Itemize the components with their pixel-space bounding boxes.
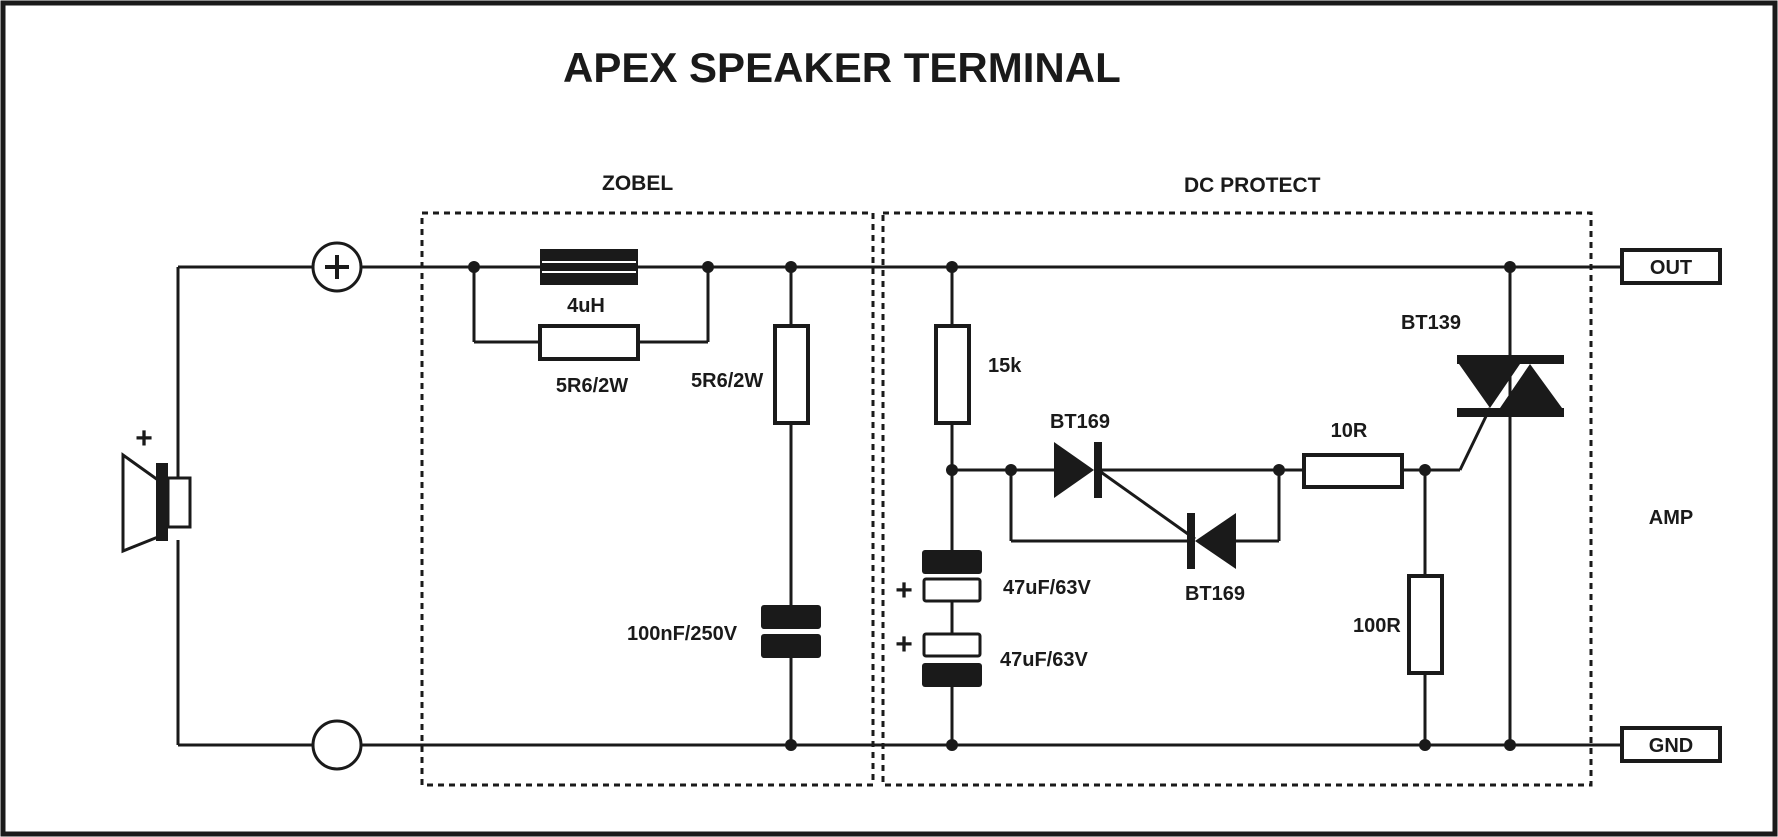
cap-lower-polarity: + (895, 628, 913, 661)
junction-dot (1419, 739, 1431, 751)
electrolytic-capacitor-upper (922, 550, 982, 603)
resistor-15k-label: 15k (988, 355, 1022, 377)
inductor-resistor-label: 5R6/2W (556, 375, 628, 397)
resistor-100r-label: 100R (1353, 615, 1401, 637)
loudspeaker-icon (121, 452, 192, 554)
cap-upper-label: 47uF/63V (1003, 577, 1091, 599)
scr-upper-label: BT169 (1050, 411, 1110, 433)
zobel-resistor-label: 5R6/2W (691, 370, 763, 392)
gnd-terminal-label: GND (1649, 735, 1693, 757)
cap-lower-label: 47uF/63V (1000, 649, 1088, 671)
scr-bt169-lower (1187, 513, 1236, 569)
electrolytic-capacitor-lower (922, 632, 982, 687)
out-terminal-label: OUT (1650, 257, 1692, 279)
scr-bt169-upper (1054, 442, 1102, 498)
triac-bt139 (1457, 355, 1564, 417)
speaker-polarity-label: + (135, 422, 153, 455)
speaker-plus-terminal (311, 241, 363, 293)
gnd-terminal (1620, 726, 1722, 763)
inductor-bypass-resistor (538, 324, 640, 361)
inductor-label: 4uH (567, 295, 605, 317)
junction-dot (785, 739, 797, 751)
zobel-capacitor (761, 605, 821, 658)
resistor-15k (934, 324, 971, 425)
resistor-100r (1407, 574, 1444, 675)
amp-label: AMP (1649, 507, 1693, 529)
zobel-capacitor-label: 100nF/250V (627, 623, 738, 645)
scr-lower-label: BT169 (1185, 583, 1245, 605)
junction-dot (1504, 739, 1516, 751)
triac-label: BT139 (1401, 312, 1461, 334)
junction-dot (946, 739, 958, 751)
gate-wire (1458, 407, 1492, 471)
speaker-minus-terminal (311, 719, 363, 771)
dc-protect-section-label: DC PROTECT (1184, 174, 1321, 197)
dc-protect-section-box (881, 211, 1593, 787)
inductor-4uh (540, 249, 638, 285)
zobel-section-box (420, 211, 875, 787)
diagram-title: APEX SPEAKER TERMINAL (563, 44, 1121, 91)
zobel-section-label: ZOBEL (602, 172, 673, 195)
out-terminal (1620, 248, 1722, 285)
gate-wire (1097, 468, 1196, 541)
cap-upper-polarity: + (895, 574, 913, 607)
resistor-10r-label: 10R (1331, 420, 1368, 442)
zobel-resistor (773, 324, 810, 425)
resistor-10r (1302, 453, 1404, 489)
